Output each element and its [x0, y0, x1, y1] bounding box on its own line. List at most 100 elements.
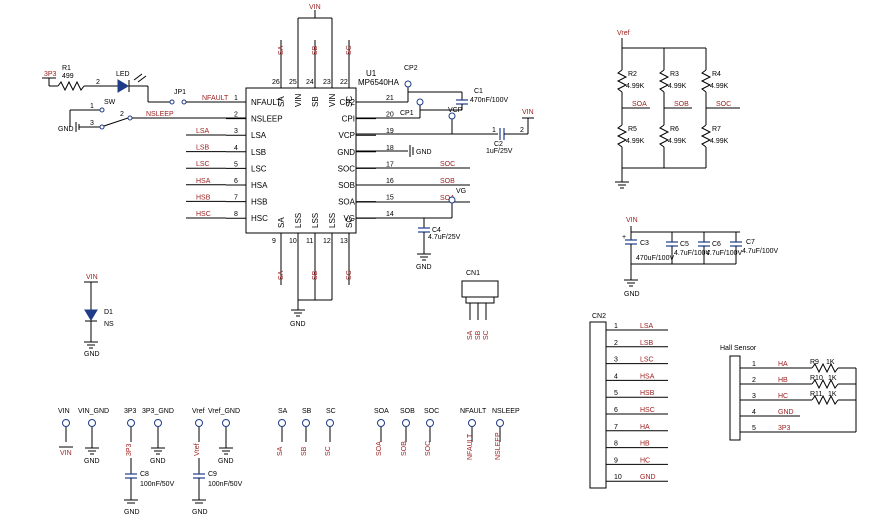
cn2-connector: CN2	[589, 313, 607, 489]
tp-soc-title: SOC	[424, 408, 439, 415]
tp-vin-gnd-net: GND	[84, 458, 100, 465]
cp-circuit: CP2 C1 470nF/100V CP1 VCP 1 VIN 2 C2 1uF…	[356, 65, 534, 157]
testpoint-circle[interactable]	[88, 419, 96, 427]
c8-gnd: GND	[124, 509, 140, 516]
hall-pullup-resistor	[811, 378, 839, 390]
cn2-pin-number: 10	[614, 474, 622, 481]
u1-pin-name: SA	[277, 217, 286, 228]
testpoint-circle[interactable]	[402, 419, 410, 427]
d1-vin-label: VIN	[86, 274, 98, 281]
c4-ref: C4	[432, 227, 441, 234]
r9-value: 1K	[826, 359, 835, 366]
c7-value: 4.7uF/100V	[742, 248, 779, 255]
left-net-label: HSB	[196, 194, 211, 201]
testpoint-circle[interactable]	[326, 419, 334, 427]
cn2-pin-number: 3	[614, 357, 618, 364]
cn2-pin-number: 7	[614, 424, 618, 431]
top-sb-label: SB	[312, 45, 319, 55]
r1-value: 499	[62, 73, 74, 80]
sw-pin3: 3	[90, 120, 94, 127]
r1-pin2: 2	[96, 79, 100, 86]
r1-ref: R1	[62, 65, 71, 72]
u1-pin-name: LSC	[251, 164, 267, 173]
testpoint-circle[interactable]	[278, 419, 286, 427]
tp-nsleep-net: NSLEEP	[495, 432, 502, 460]
testpoint-circle[interactable]	[496, 419, 504, 427]
u1-pin-name: LSB	[251, 148, 266, 157]
tp-sa-title: SA	[278, 408, 288, 415]
hall-pullup-resistor	[811, 362, 839, 374]
cn2-pin-number: 2	[614, 340, 618, 347]
u1-pin-name: LSS	[311, 213, 320, 228]
vin-top-label: VIN	[309, 4, 321, 11]
c2-value: 1uF/25V	[486, 148, 513, 155]
tp-sc-title: SC	[326, 408, 336, 415]
vref-divider: Vref SOA SOB SOC R2 4.99K R3 4.99K R4 4.…	[615, 30, 740, 189]
tp-sb-title: SB	[302, 408, 312, 415]
testpoint-circle[interactable]	[154, 419, 162, 427]
sob-right-label: SOB	[440, 178, 455, 185]
u1-pin-name: NSLEEP	[251, 115, 283, 124]
c6-value: 4.7uF/100V	[706, 250, 743, 257]
testpoint-row: VIN VIN_GND 3P3 3P3_GND Vref Vref_GND SA…	[58, 408, 520, 415]
u1-pin-number: 10	[289, 238, 297, 245]
r1-led-circuit: 3P3 R1 499 2 LED JP1	[42, 65, 246, 105]
tp-nfault-title: NFAULT	[460, 408, 487, 415]
tp-soc-net: SOC	[425, 441, 432, 456]
top-net-labels: SA SB SC	[278, 40, 353, 88]
soc-vref-label: SOC	[716, 101, 731, 108]
hall-pin-number: 3	[752, 393, 756, 400]
u1-gnd-label: GND	[290, 321, 306, 328]
left-net-label: HSA	[196, 178, 211, 185]
testpoint-nets: VIN GND 3P3 GND Vref GND SA SB SC SOA SO…	[60, 432, 502, 465]
jp1-label: JP1	[174, 89, 186, 96]
cn1-sb: SB	[475, 330, 482, 340]
testpoint-circle[interactable]	[222, 419, 230, 427]
hall-pin-label: GND	[778, 409, 794, 416]
c4-value: 4.7uF/25V	[428, 234, 461, 241]
testpoint-circle[interactable]	[468, 419, 476, 427]
u1-pin-name: VIN	[328, 93, 337, 107]
testpoint-circle[interactable]	[195, 419, 203, 427]
hall-pin-label: HC	[778, 393, 788, 400]
d1-diode: VIN GND D1 NS	[84, 274, 114, 358]
r3-ref: R3	[670, 71, 679, 78]
testpoint-circle[interactable]	[127, 419, 135, 427]
bot-sb-label: SB	[312, 270, 319, 280]
hall-pin-number: 2	[752, 377, 756, 384]
cp1-label: CP1	[400, 110, 414, 117]
cn2-pin-number: 8	[614, 441, 618, 448]
testpoint-circle[interactable]	[426, 419, 434, 427]
u1-pin-number: 7	[234, 195, 238, 202]
cn2-pin-label: LSB	[640, 340, 654, 347]
soa-vref-label: SOA	[632, 101, 647, 108]
u1-pin-number: 22	[340, 79, 348, 86]
caps-vin-label: VIN	[626, 217, 638, 224]
testpoint-circle[interactable]	[62, 419, 70, 427]
cn2-pin-label: HSA	[640, 373, 655, 380]
u1-pin-number: 23	[323, 79, 331, 86]
cp2-label: CP2	[404, 65, 418, 72]
u1-pin-number: 2	[234, 112, 238, 119]
cn2-pin-label: LSC	[640, 357, 654, 364]
c1-ref: C1	[474, 88, 483, 95]
cn1-sa: SA	[467, 330, 474, 340]
hall-title: Hall Sensor	[720, 345, 757, 352]
cn1-ref: CN1	[466, 270, 480, 277]
u1-pin-number: 12	[323, 238, 331, 245]
u1-pin-number: 15	[386, 195, 394, 202]
testpoint-circle[interactable]	[377, 419, 385, 427]
testpoint-circle[interactable]	[302, 419, 310, 427]
cn2-pin-label: HA	[640, 424, 650, 431]
hall-pin-label: 3P3	[778, 425, 791, 432]
tp-nsleep-title: NSLEEP	[492, 408, 520, 415]
c8-value: 100nF/50V	[140, 481, 175, 488]
tp-sob-title: SOB	[400, 408, 415, 415]
vg-label: VG	[456, 188, 466, 195]
gnd-right-label: GND	[416, 149, 432, 156]
led-label: LED	[116, 71, 130, 78]
u1-pin-name: LSS	[294, 213, 303, 228]
u1-pin-number: 18	[386, 145, 394, 152]
